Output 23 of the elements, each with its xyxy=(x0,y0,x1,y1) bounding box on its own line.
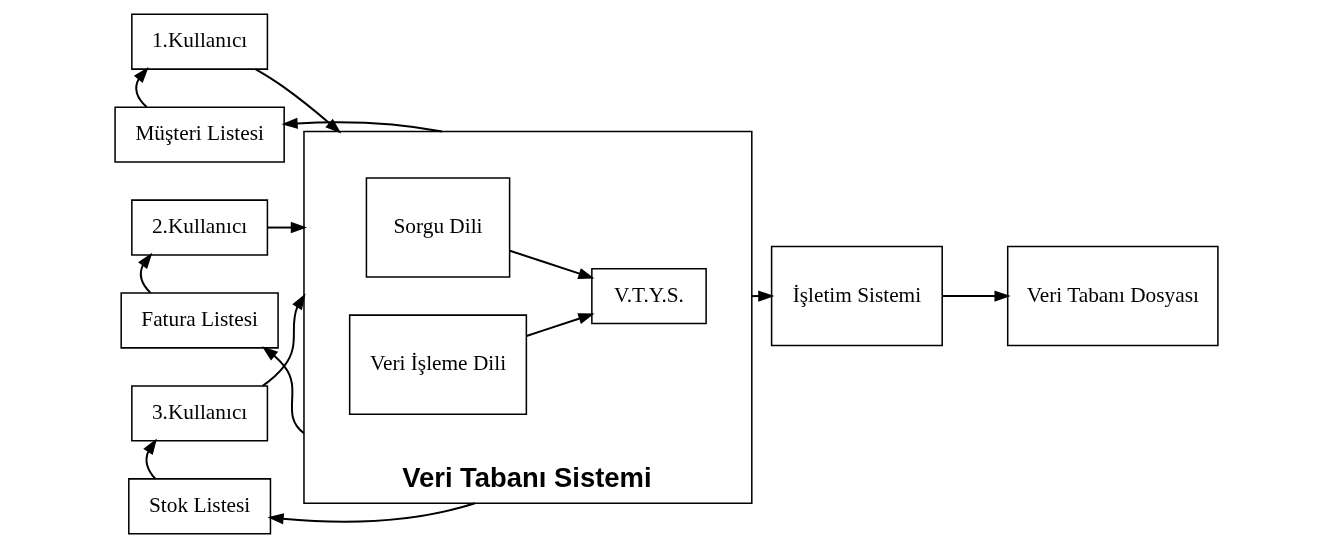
arrow xyxy=(261,346,305,435)
arrow xyxy=(142,438,157,480)
arrow xyxy=(941,290,1011,302)
arrow xyxy=(267,502,476,525)
arrow xyxy=(525,313,594,337)
node-box: 2.Kullanıcı xyxy=(130,199,268,256)
node-box: Veri Tabanı Dosyası xyxy=(1006,245,1219,347)
node-box: Fatura Listesi xyxy=(119,292,279,349)
arrow xyxy=(508,249,594,279)
arrow xyxy=(266,221,307,234)
node-box: 3.Kullanıcı xyxy=(130,385,268,442)
node-box: Veri İşleme Dili xyxy=(348,314,527,415)
arrow xyxy=(137,252,152,294)
arrow xyxy=(133,66,149,109)
node-box: Sorgu Dili xyxy=(365,177,510,278)
node-box: İşletim Sistemi xyxy=(770,245,943,347)
arrow xyxy=(281,117,443,133)
arrow xyxy=(261,293,306,387)
arrow xyxy=(253,68,341,134)
node-box: 1.Kullanıcı xyxy=(130,13,268,70)
node-box: Stok Listesi xyxy=(127,478,271,535)
node-box: Müşteri Listesi xyxy=(113,106,285,163)
node-box: V.T.Y.S. xyxy=(590,267,707,325)
